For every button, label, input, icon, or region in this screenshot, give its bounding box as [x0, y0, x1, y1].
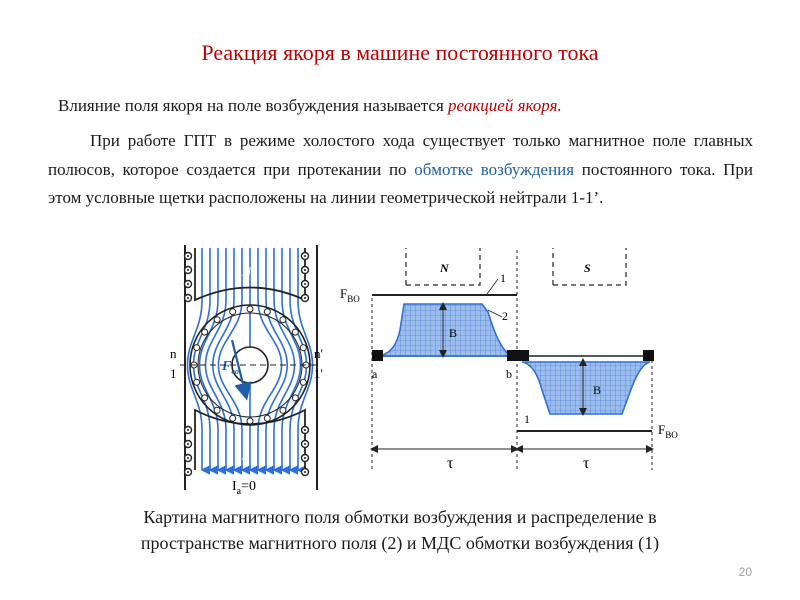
field-line — [217, 248, 250, 475]
armature-slots — [190, 305, 310, 425]
body-paragraph: При работе ГПТ в режиме холостого хода с… — [48, 127, 753, 213]
distribution-diagram: N S FВО 1 2 B B a b — [340, 248, 678, 472]
armature-slot — [246, 417, 254, 425]
brush-b-left — [507, 350, 518, 361]
coil-dot — [187, 297, 189, 299]
coil-dot — [187, 269, 189, 271]
label-part: ВО — [665, 430, 678, 440]
armature-slot — [263, 308, 271, 316]
tau-label-right: τ — [583, 455, 590, 472]
caption-line-1: Картина магнитного поля обмотки возбужде… — [143, 507, 657, 527]
flux-label: Fво — [221, 359, 239, 376]
label-b: b — [506, 367, 512, 381]
armature-slot — [263, 414, 271, 422]
armature-slot — [299, 344, 307, 352]
coil-dot — [187, 457, 189, 459]
label-1-left: 1 — [170, 366, 177, 381]
armature-slot — [279, 406, 287, 414]
label-part: ВО — [347, 294, 360, 304]
label-1-top: 1 — [500, 271, 506, 285]
armature-slot — [246, 305, 254, 313]
field-curve-negative — [521, 361, 651, 415]
coil-dot — [304, 429, 306, 431]
label-part: F — [221, 359, 232, 374]
paragraph-part2: постоянного тока. При этом условные щетк… — [48, 159, 754, 208]
coil-dot — [304, 443, 306, 445]
brush-right — [643, 350, 654, 361]
coil-dot — [304, 457, 306, 459]
intro-emphasis: реакцией якоря. — [448, 96, 562, 115]
label-a: a — [372, 367, 378, 381]
page-number: 20 — [738, 565, 752, 579]
pole-n-label: N — [241, 264, 252, 279]
label-b-lower: B — [593, 383, 601, 397]
pole-coil-sections — [183, 251, 310, 477]
coil-dot — [304, 471, 306, 473]
label-n-right: n' — [314, 346, 323, 361]
armature-current-label: Ia=0 — [232, 479, 256, 497]
coil-dot — [187, 429, 189, 431]
magnetic-field-figure: Fво N S n 1 n' 1' Ia=0 N S — [170, 245, 678, 497]
fvo-label-top: FВО — [340, 286, 360, 304]
label-part: F — [340, 286, 347, 301]
armature-slot — [229, 308, 237, 316]
fvo-label-bottom: FВО — [658, 422, 678, 440]
coil-dot — [187, 471, 189, 473]
armature-slot — [201, 328, 209, 336]
label-b-upper: B — [449, 326, 457, 340]
tau-label-left: τ — [447, 455, 454, 472]
pole-s-outline — [552, 248, 627, 286]
field-line — [264, 248, 289, 475]
pole-s-label-right: S — [584, 261, 591, 275]
armature-slot — [291, 394, 299, 402]
coil-dot — [187, 255, 189, 257]
pole-s-label: S — [242, 448, 249, 463]
label-part: во — [231, 367, 238, 376]
flux-arrow — [230, 339, 252, 401]
coil-dot — [187, 443, 189, 445]
field-line — [272, 248, 296, 475]
label-1-right: 1' — [314, 366, 323, 381]
machine-cross-section: Fво N S n 1 n' 1' Ia=0 — [170, 245, 323, 497]
brush-b-right — [518, 350, 529, 361]
label-part: a — [237, 486, 242, 497]
intro-text: Влияние поля якоря на поле возбуждения н… — [58, 96, 758, 116]
label-part: F — [658, 422, 665, 437]
pole-n-outline — [405, 248, 481, 286]
caption-line-2: пространстве магнитного поля (2) и МДС о… — [140, 533, 660, 553]
brush-a — [372, 350, 383, 361]
armature-slot — [291, 328, 299, 336]
armature-slot — [193, 378, 201, 386]
coil-dot — [304, 297, 306, 299]
coil-dot — [304, 269, 306, 271]
armature-slot — [299, 378, 307, 386]
label-1-bottom: 1 — [524, 412, 530, 426]
armature-slot — [229, 414, 237, 422]
paragraph-part1: При работе ГПТ в режиме холостого хода с… — [48, 131, 753, 179]
coil-dot — [304, 255, 306, 257]
pole-n-label-right: N — [439, 261, 450, 275]
intro-text-plain: Влияние поля якоря на поле возбуждения н… — [58, 96, 449, 115]
figure-caption: Картина магнитного поля обмотки возбужде… — [60, 504, 740, 556]
coil-dot — [304, 283, 306, 285]
label-part: I — [232, 479, 237, 494]
label-2: 2 — [502, 309, 508, 323]
excitation-winding-link[interactable]: обмотке возбуждения — [414, 159, 575, 179]
armature-slot — [213, 406, 221, 414]
label-part: =0 — [241, 479, 256, 494]
label-n-left: n — [170, 346, 177, 361]
armature-slot — [213, 316, 221, 324]
slide-title: Реакция якоря в машине постоянного тока — [201, 40, 599, 65]
armature-slot — [193, 344, 201, 352]
armature-slot — [279, 316, 287, 324]
coil-dot — [187, 283, 189, 285]
armature-slot — [201, 394, 209, 402]
